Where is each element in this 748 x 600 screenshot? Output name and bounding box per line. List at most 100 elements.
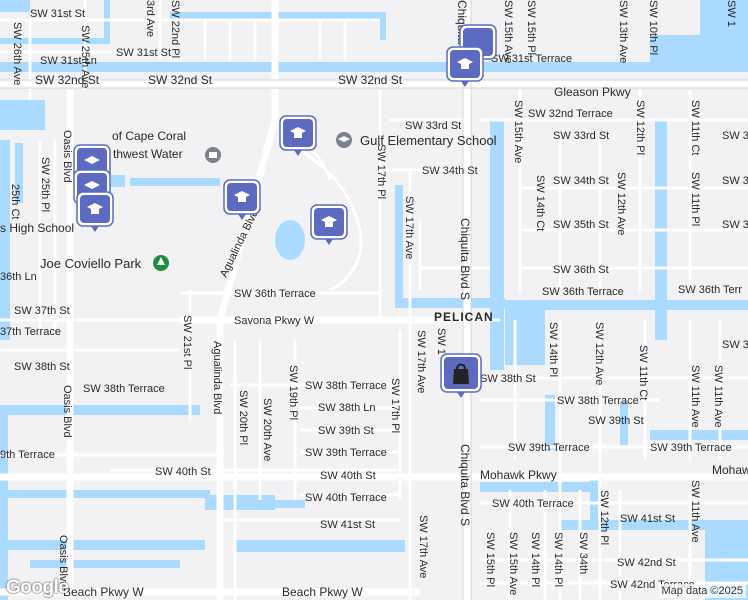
google-logo: Google [6,577,69,598]
street-label: SW 11th Ave [712,365,724,428]
street-label: SW 33rd [722,130,748,142]
street-label: Beach Pkwy W [63,585,144,599]
vertical-street-labels: SW 26th Ave SW 25th Ave Oasis Blvd SW 25… [9,0,737,595]
place-labels: Gulf Elementary School of Cape Coral thw… [0,129,497,324]
street-label: SW 39th Terrace [650,442,732,454]
street-label: Oasis Blvd [57,535,69,588]
street-label: Oasis Blvd [61,130,73,183]
shopping-marker[interactable] [440,353,482,398]
street-label: Mohawk Pkwy [480,468,557,482]
school-marker[interactable] [446,46,484,87]
street-label: SW 40th Terrace [305,492,387,504]
school-marker[interactable] [76,191,114,232]
street-label: SW 36th Terr [678,284,742,296]
street-label: SW 36th Terrace [542,286,624,298]
street-label: SW 37th [722,339,748,351]
building-icon [205,147,221,163]
street-label: SW 31st Ln [40,55,97,67]
street-label: SW 39th Terrace [305,447,387,459]
street-label: SW 38th St [14,361,70,373]
street-label: SW 14th Pl [529,532,541,587]
street-label: SW 39th St [588,415,644,427]
school-marker[interactable] [279,115,317,156]
street-label: SW 11th Ave [689,480,701,543]
school-icon [336,132,352,148]
street-label: SW 1 [435,328,447,355]
street-label: SW 40th St [320,470,376,482]
street-label: SW 31st St [30,8,85,20]
street-label: Chiquita Blvd S [458,218,472,300]
street-label: SW 34th [722,175,748,187]
street-label: SW 20th Ave [261,398,273,461]
street-label: Mohaw [712,463,748,477]
street-label: SW 19th Pl [287,365,299,420]
street-labels: SW 31st St SW 31st Ln SW 31st St SW 31st… [0,8,748,599]
street-label: 25th Ct [9,184,21,219]
street-label: SW 35th [722,219,748,231]
street-label: SW 31st St [116,47,171,59]
place-label: Joe Coviello Park [40,256,142,271]
street-label: SW 36th Terrace [234,288,316,300]
street-label: Savona Pkwy W [234,315,315,327]
street-label: SW 41st St [320,519,375,531]
street-label: Oasis Blvd [61,385,73,438]
street-label: SW 32nd Terrace [528,108,613,120]
street-label: SW 32nd St [338,73,403,87]
street-label: SW 12th Ave [593,322,605,385]
street-label: SW 26th Ave [11,22,23,85]
street-label: 3rd Ave [144,0,156,37]
street-label: SW 11th Ave [689,365,701,428]
street-label: SW 15th Pl [484,532,496,587]
place-label: s High School [0,221,74,235]
street-label: SW 39th Terrace [508,442,590,454]
street-label: SW 25th Ave [79,25,91,88]
street-label: SW 13th Ave [617,0,629,63]
street-label: SW 33rd St [405,120,461,132]
school-marker[interactable] [223,179,261,220]
street-label: SW 15th Ave [507,532,519,595]
street-label: SW 15th Ave [502,0,514,63]
street-label: SW 17th Pl [389,378,401,433]
street-label: SW 14th Pl [547,322,559,377]
street-label: SW 17th Ave [403,196,415,259]
street-label: Beach Pkwy W [282,585,363,599]
street-label: SW 15th Ave [512,100,524,163]
street-label: SW 42nd St [617,557,676,569]
street-label: SW 34th St [422,165,478,177]
street-label: SW 11th Pl [689,172,701,226]
street-label: 37th Terrace [0,326,61,338]
street-label: SW 38th St [480,373,536,385]
street-label: SW 36th St [553,264,609,276]
street-label: SW 14th Ct [534,175,546,231]
place-label: Gulf Elementary School [360,133,497,148]
street-label: SW 12th Ave [615,172,627,235]
street-label: SW 41st St [620,513,675,525]
street-label: SW 40th Terrace [492,498,574,510]
street-label: SW 32nd St [35,73,100,87]
street-label: SW 11th Ct [637,345,649,400]
street-label: SW 10th Pl [647,0,659,55]
street-label: SW 38th Terrace [305,380,387,392]
street-label: SW 38th Terrace [83,383,165,395]
street-label: Agualinda Blvd [218,208,261,279]
street-label: SW 15th Pl [525,0,537,55]
map-attribution[interactable]: Map data ©2025 [658,584,746,598]
street-label: SW 25th Pl [39,157,51,212]
street-label: SW 17th Ave [417,515,429,578]
street-label: SW 20th Pl [237,390,249,445]
street-label: SW 12th Pl [634,100,646,155]
street-label: Chiquita Blvd S [458,444,472,526]
street-label: SW 38th Terrace [557,395,639,407]
street-label: SW 33rd St [553,130,609,142]
street-label: SW 32nd St [148,73,213,87]
street-label: 9th Terrace [0,449,55,461]
street-label: SW 34th St [553,175,609,187]
street-label: SW 14th Pl [552,532,564,587]
street-label: SW 22nd Pl [169,0,181,58]
school-marker[interactable] [310,204,348,245]
street-label: SW 12th Pl [598,490,610,545]
